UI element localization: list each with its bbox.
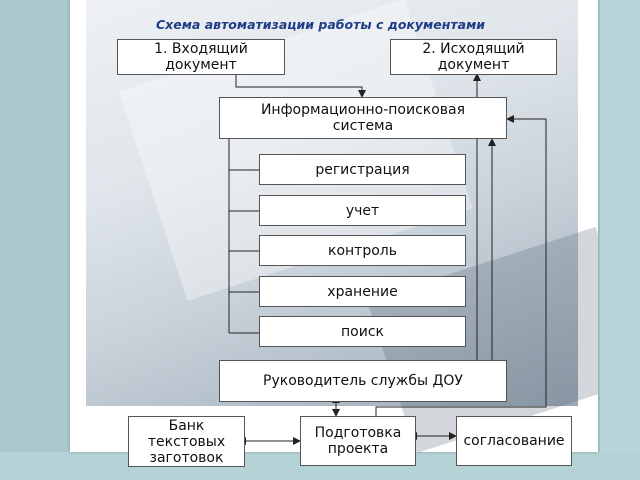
function-control-box: контроль — [259, 235, 466, 266]
diagram-title: Схема автоматизации работы с документами — [156, 17, 486, 32]
ips-box: Информационно-поисковая система — [219, 97, 507, 139]
function-storage-box: хранение — [259, 276, 466, 307]
draft-preparation-box: Подготовка проекта — [300, 416, 416, 466]
function-search-box: поиск — [259, 316, 466, 347]
outgoing-document-box: 2. Исходящий документ — [390, 39, 557, 75]
incoming-document-box: 1. Входящий документ — [117, 39, 285, 75]
function-accounting-box: учет — [259, 195, 466, 226]
arrow-loop-to-ips — [375, 115, 547, 416]
function-registration-box: регистрация — [259, 154, 466, 185]
head-of-service-box: Руководитель службы ДОУ — [219, 360, 507, 402]
template-bank-box: Банк текстовых заготовок — [128, 416, 245, 467]
approval-box: согласование — [456, 416, 572, 466]
arrow-incoming-to-ips — [235, 74, 366, 98]
background-band-right — [600, 0, 640, 480]
